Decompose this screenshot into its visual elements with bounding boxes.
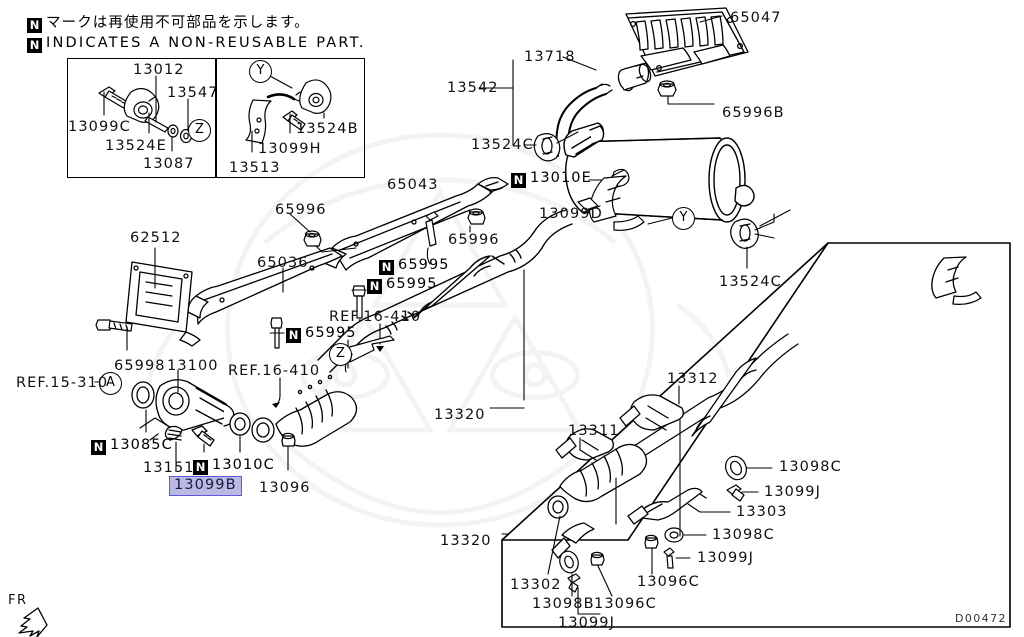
n-part-label-13085C[interactable]: N 13085C [91, 438, 173, 455]
circle-ref-a[interactable]: A [99, 372, 122, 395]
ref-label-15-310[interactable]: REF.15-310 [16, 375, 109, 391]
detail-box-left [67, 58, 217, 178]
inset-part-label-13096C-b[interactable]: 13096C [594, 596, 657, 612]
part-label-13542[interactable]: 13542 [447, 80, 499, 96]
inset-part-label-13096C-a[interactable]: 13096C [637, 574, 700, 590]
circle-ref-y[interactable]: Y [249, 60, 272, 83]
part-label-65047[interactable]: 65047 [730, 10, 782, 26]
ref-label-16-410-b[interactable]: REF.16-410 [228, 363, 321, 379]
inset-part-label-13099J-c[interactable]: 13099J [558, 615, 616, 631]
part-label-13087[interactable]: 13087 [143, 156, 195, 172]
part-label-13099D[interactable]: 13099D [539, 206, 603, 222]
part-label-13524E[interactable]: 13524E [105, 138, 167, 154]
n-badge-icon: N [27, 38, 42, 53]
circle-ref-y2[interactable]: Y [672, 207, 695, 230]
inset-part-label-13312[interactable]: 13312 [667, 371, 719, 387]
part-label-65043[interactable]: 65043 [387, 177, 439, 193]
part-label-65998[interactable]: 65998 [114, 358, 166, 374]
part-label-13524C-b[interactable]: 13524C [719, 274, 782, 290]
part-label-65036[interactable]: 65036 [257, 255, 309, 271]
n-badge-icon: N [379, 260, 394, 275]
n-part-label-13010E[interactable]: N 13010E [511, 171, 592, 188]
inset-part-label-13302[interactable]: 13302 [510, 577, 562, 593]
part-label-13099H[interactable]: 13099H [258, 141, 322, 157]
n-badge-icon: N [27, 18, 42, 33]
part-label-13100[interactable]: 13100 [167, 358, 219, 374]
part-label-65996-b[interactable]: 65996 [448, 232, 500, 248]
part-label-13524B[interactable]: 13524B [296, 121, 359, 137]
n-part-text: 13010C [212, 457, 275, 473]
inset-part-label-13098C-b[interactable]: 13098C [712, 527, 775, 543]
n-part-label-65995-a[interactable]: N 65995 [379, 258, 450, 275]
ref-label-16-410-a[interactable]: REF.16-410 [329, 309, 422, 325]
n-badge-icon: N [193, 460, 208, 475]
inset-part-label-13098C-a[interactable]: 13098C [779, 459, 842, 475]
part-label-65996-a[interactable]: 65996 [275, 202, 327, 218]
part-label-62512[interactable]: 62512 [130, 230, 182, 246]
part-label-13320-a[interactable]: 13320 [434, 407, 486, 423]
inset-part-label-13099J-b[interactable]: 13099J [697, 550, 755, 566]
part-label-13099C[interactable]: 13099C [68, 119, 131, 135]
inset-part-label-13099J-a[interactable]: 13099J [764, 484, 822, 500]
legend-english-row: N INDICATES A NON-REUSABLE PART. [27, 36, 366, 53]
n-part-text: 13010E [530, 170, 592, 186]
n-part-label-65995-c[interactable]: N 65995 [286, 326, 357, 343]
part-label-65996B[interactable]: 65996B [722, 105, 785, 121]
part-label-13151[interactable]: 13151 [143, 460, 195, 476]
part-label-13513[interactable]: 13513 [229, 160, 281, 176]
inset-part-label-13311[interactable]: 13311 [568, 423, 620, 439]
part-label-13718[interactable]: 13718 [524, 49, 576, 65]
n-part-text: 65995 [398, 257, 450, 273]
part-label-13547[interactable]: 13547 [167, 85, 219, 101]
n-part-text: 65995 [386, 276, 438, 292]
n-badge-icon: N [286, 328, 301, 343]
part-label-13320-b[interactable]: 13320 [440, 533, 492, 549]
legend-english-text: INDICATES A NON-REUSABLE PART. [46, 35, 366, 51]
legend-japanese-row: N マークは再使用不可部品を示します。 [27, 16, 310, 33]
n-part-label-13010C[interactable]: N 13010C [193, 458, 275, 475]
circle-ref-z[interactable]: Z [188, 119, 211, 142]
detail-box-right [215, 58, 365, 178]
orientation-marker-label: FR [8, 593, 28, 608]
legend-japanese-text: マークは再使用不可部品を示します。 [46, 15, 310, 31]
selected-part-label-13099B[interactable]: 13099B [169, 476, 242, 496]
part-label-13096[interactable]: 13096 [259, 480, 311, 496]
n-badge-icon: N [367, 279, 382, 294]
n-badge-icon: N [511, 173, 526, 188]
part-label-13524C[interactable]: 13524C [471, 137, 534, 153]
inset-part-label-13098B[interactable]: 13098B [532, 596, 595, 612]
circle-ref-z2[interactable]: Z [329, 343, 352, 366]
inset-part-label-13303[interactable]: 13303 [736, 504, 788, 520]
part-label-13012[interactable]: 13012 [133, 62, 185, 78]
n-part-text: 65995 [305, 325, 357, 341]
n-badge-icon: N [91, 440, 106, 455]
n-part-text: 13085C [110, 437, 173, 453]
diagram-id-code: D00472 [955, 612, 1007, 625]
n-part-label-65995-b[interactable]: N 65995 [367, 277, 438, 294]
